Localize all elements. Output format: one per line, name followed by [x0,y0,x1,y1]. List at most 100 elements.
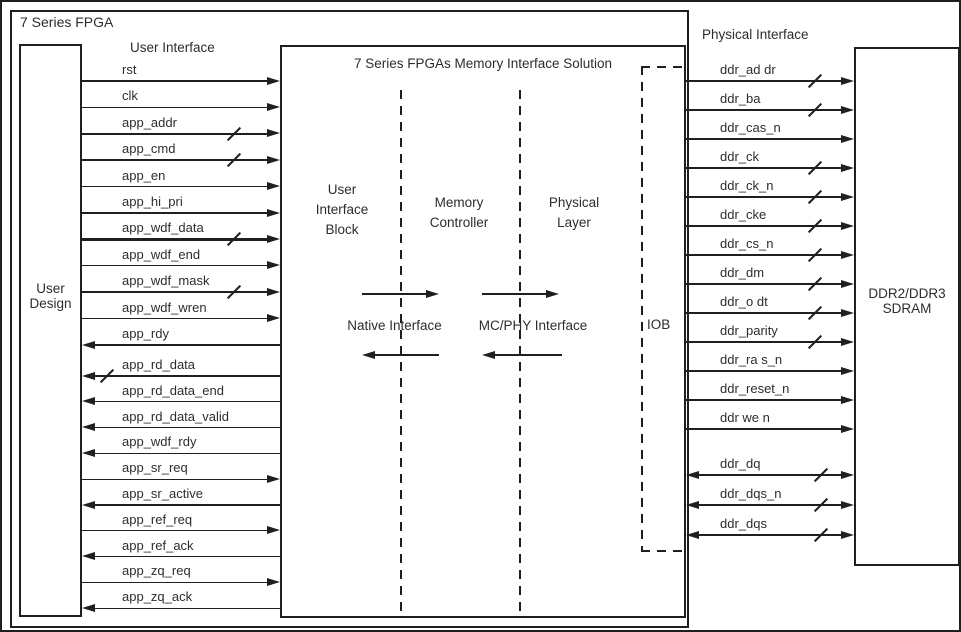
mcphy-interface-forward-arrow-line [482,293,547,295]
right-arrowhead-icon [841,470,854,479]
signal-line [82,106,269,109]
signal-line [82,478,269,480]
signal-label: app_wdf_mask [122,273,210,289]
signal-label: app_rd_data_end [122,382,224,398]
left-arrowhead-icon [362,350,375,359]
iob-dashed-box-top [641,66,686,68]
native-interface-divider [400,90,402,617]
left-arrowhead-icon [82,552,95,561]
mcphy-interface-label: MC/PHY Interface [478,318,588,333]
right-arrowhead-icon [267,261,280,270]
signal-line [686,428,843,430]
signal-label: app_wdf_wren [122,299,207,315]
left-arrowhead-icon [82,423,95,432]
signal-label: ddr_cas_n [720,120,781,135]
left-arrowhead-icon [82,371,95,380]
right-arrowhead-icon [267,287,280,296]
right-arrowhead-icon [426,289,439,298]
signal-label: rst [122,62,137,77]
signal-label: ddr_parity [720,323,778,338]
signal-line [93,607,280,609]
right-arrowhead-icon [267,577,280,586]
user-design-box [19,44,82,617]
signal-bus-line [686,340,843,344]
left-arrowhead-icon [82,397,95,406]
signal-bus-line [82,238,269,241]
signal-line [686,138,843,140]
signal-label: ddr_ck [720,149,760,164]
signal-line [93,504,280,506]
right-arrowhead-icon [267,76,280,85]
signal-label: ddr_dqs [720,516,767,531]
signal-line [686,370,843,372]
signal-label: app_hi_pri [122,194,183,209]
memory-interface-solution-title: 7 Series FPGAs Memory Interface Solution [353,56,613,71]
right-arrowhead-icon [267,155,280,164]
iob-label: IOB [647,317,671,332]
signal-label: app_addr [122,114,177,130]
right-arrowhead-icon [841,366,854,375]
signal-bus-line [686,282,843,286]
signal-bus-line [82,291,269,294]
fpga-outer-box [10,10,689,628]
signal-label: app_sr_active [122,486,203,501]
fpga-label: 7 Series FPGA [20,14,114,30]
right-arrowhead-icon [267,234,280,243]
right-arrowhead-icon [841,221,854,230]
right-arrowhead-icon [841,279,854,288]
left-arrowhead-icon [686,530,699,539]
right-arrowhead-icon [841,308,854,317]
native-interface-forward-arrow-line [362,293,427,295]
right-arrowhead-icon [267,102,280,111]
signal-bus-line [697,533,843,537]
native-interface-label: Native Interface [347,318,442,333]
signal-bus-line [686,311,843,315]
signal-bus-line [686,224,843,228]
physical-interface-heading: Physical Interface [702,27,809,42]
signal-label: ddr_dqs_n [720,486,782,501]
signal-bus-line [686,108,843,112]
signal-bus-line [686,166,843,170]
signal-line [82,530,269,532]
signal-line [93,452,280,455]
signal-line [82,212,269,214]
right-arrowhead-icon [841,134,854,143]
left-arrowhead-icon [686,470,699,479]
mcphy-interface-return-arrow-line [494,354,562,356]
right-arrowhead-icon [841,395,854,404]
signal-line [93,344,280,346]
right-arrowhead-icon [841,105,854,114]
signal-label: app_rdy [122,326,169,341]
signal-label: ddr_reset_n [720,381,790,396]
signal-line [82,265,269,267]
right-arrowhead-icon [841,192,854,201]
signal-label: ddr_cke [720,207,767,222]
signal-label: app_zq_req [122,563,191,579]
right-arrowhead-icon [841,337,854,346]
signal-line [93,555,280,558]
mcphy-interface-divider [519,90,521,617]
left-arrowhead-icon [82,448,95,457]
signal-bus-line [93,374,280,378]
signal-bus-line [82,159,269,162]
right-arrowhead-icon [267,129,280,138]
signal-line [82,185,269,188]
right-arrowhead-icon [267,526,280,535]
signal-label: ddr_ad dr [720,62,776,77]
left-arrowhead-icon [82,340,95,349]
signal-label: app_sr_req [122,460,188,476]
right-arrowhead-icon [267,208,280,217]
signal-line [82,317,269,320]
left-arrowhead-icon [686,500,699,509]
signal-label: ddr_dq [720,456,761,471]
left-arrowhead-icon [82,603,95,612]
signal-label: app_en [122,167,166,183]
signal-label: app_wdf_rdy [122,434,197,450]
signal-label: ddr_ra s_n [720,352,783,367]
signal-label: ddr we n [720,410,770,425]
signal-line [93,401,280,403]
right-arrowhead-icon [841,530,854,539]
